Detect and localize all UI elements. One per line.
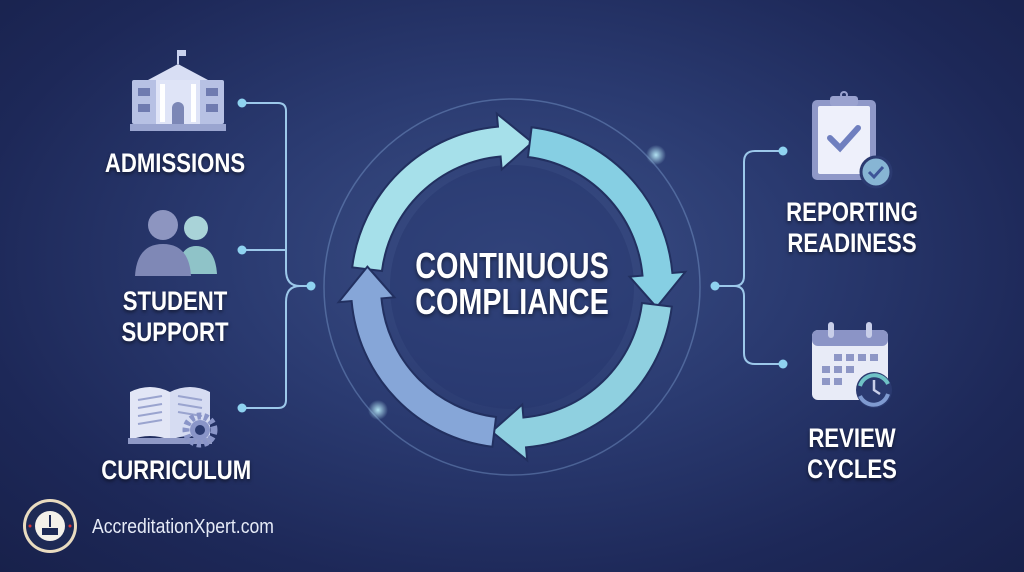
accreditation-xpert-logo [23,499,77,553]
connector-dot [306,281,316,291]
calendar-refresh-icon [812,322,892,408]
outer-ring [323,98,701,476]
left-connector [242,102,311,409]
right-connector [715,150,783,365]
brand-website[interactable]: AccreditationXpert.com [92,516,274,538]
center-title: CONTINUOUS COMPLIANCE [392,248,632,320]
glow-spark [646,145,666,165]
connector-dot [778,359,788,369]
label-review-cycles: REVIEW CYCLES [778,423,926,485]
connector-dot [237,403,247,413]
clipboard-check-icon [812,91,893,189]
label-line: REVIEW [808,423,896,453]
center-title-line2: COMPLIANCE [415,281,609,322]
school-building-icon [130,50,226,131]
center-title-line1: CONTINUOUS [415,245,609,286]
connector-dot [778,146,788,156]
cycle-arrow [490,301,673,463]
label-curriculum: CURRICULUM [101,455,252,485]
label-line: READINESS [787,228,917,258]
glow-spark [368,400,388,420]
label-line: STUDENT [122,286,228,316]
cycle-arrow [526,126,688,309]
cycle-arrow [351,111,534,273]
connector-dot [710,281,720,291]
label-line: REPORTING [786,197,918,227]
cycle-arrow [336,265,498,448]
connector-dot [237,98,247,108]
connector-dot [237,245,247,255]
cycle-arrows [336,111,688,463]
users-icon [135,210,217,276]
book-gear-icon [128,387,218,448]
label-line: SUPPORT [121,317,229,347]
label-student-support: STUDENT SUPPORT [101,286,249,348]
center-disc [390,165,634,409]
label-line: CYCLES [807,454,897,484]
left-connector-dots [237,98,316,413]
right-connector-dots [710,146,788,369]
label-admissions: ADMISSIONS [104,148,246,178]
label-reporting-readiness: REPORTING READINESS [778,197,926,259]
